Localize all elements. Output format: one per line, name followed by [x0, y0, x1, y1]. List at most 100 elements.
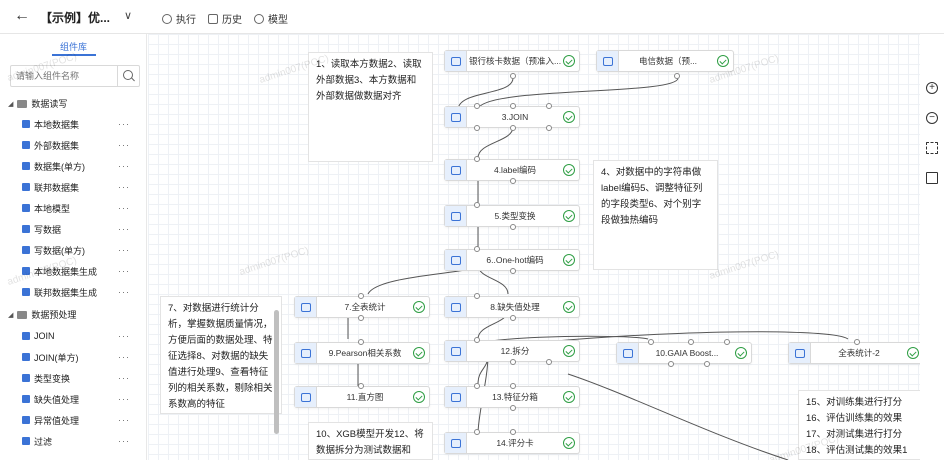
output-port[interactable]: [510, 359, 516, 365]
chevron-down-icon[interactable]: ∨: [124, 10, 133, 22]
input-port[interactable]: [474, 293, 480, 299]
more-icon[interactable]: ···: [118, 203, 130, 213]
node-telecom-data[interactable]: 电信数据（预...: [596, 50, 734, 72]
output-port[interactable]: [510, 315, 516, 321]
sidebar-item[interactable]: JOIN(单方)···: [22, 347, 140, 367]
minimap-icon[interactable]: [926, 172, 938, 184]
note-scrollbar[interactable]: [274, 310, 279, 434]
input-port[interactable]: [510, 383, 516, 389]
search-icon[interactable]: [117, 66, 139, 86]
sidebar-item[interactable]: 写数据(单方)···: [22, 240, 140, 260]
output-port[interactable]: [474, 125, 480, 131]
check-circle-icon: [563, 111, 575, 123]
output-port[interactable]: [674, 73, 680, 79]
input-port[interactable]: [854, 339, 860, 345]
fit-view-icon[interactable]: [926, 142, 938, 154]
more-icon[interactable]: ···: [118, 224, 130, 234]
more-icon[interactable]: ···: [118, 436, 130, 446]
sidebar-item[interactable]: 过滤···: [22, 431, 140, 451]
chart-icon: [295, 297, 317, 317]
input-port[interactable]: [546, 103, 552, 109]
node-pearson[interactable]: 9.Pearson相关系数: [294, 342, 430, 364]
check-circle-icon: [907, 347, 919, 359]
node-scorecard[interactable]: 14.评分卡: [444, 432, 580, 454]
sidebar-item[interactable]: 本地数据集生成···: [22, 261, 140, 281]
more-icon[interactable]: ···: [118, 182, 130, 192]
more-icon[interactable]: ···: [118, 331, 130, 341]
search-input[interactable]: [11, 66, 117, 86]
more-icon[interactable]: ···: [118, 394, 130, 404]
output-port[interactable]: [704, 361, 710, 367]
more-icon[interactable]: ···: [118, 266, 130, 276]
input-port[interactable]: [474, 429, 480, 435]
model-button[interactable]: 模型: [254, 11, 288, 26]
more-icon[interactable]: ···: [118, 245, 130, 255]
annotation-note[interactable]: 4、对数据中的字符串做label编码5、调整特征列的字段类型6、对个别字段做独热…: [593, 160, 718, 270]
annotation-note[interactable]: 15、对训练集进行打分 16、评估训练集的效果17、对测试集进行打分18、评估测…: [798, 390, 920, 460]
sidebar-item[interactable]: 数据集(单方)···: [22, 156, 140, 176]
input-port[interactable]: [474, 246, 480, 252]
node-histogram[interactable]: 11.直方图: [294, 386, 430, 408]
input-port[interactable]: [358, 339, 364, 345]
zoom-in-icon[interactable]: +: [926, 82, 938, 94]
history-button[interactable]: 历史: [208, 11, 242, 26]
more-icon[interactable]: ···: [118, 352, 130, 362]
input-port[interactable]: [474, 103, 480, 109]
more-icon[interactable]: ···: [118, 161, 130, 171]
group-data-io[interactable]: ◢数据读写: [8, 99, 68, 109]
sidebar-item[interactable]: 外部数据集···: [22, 135, 140, 155]
input-port[interactable]: [358, 383, 364, 389]
node-label-encoding[interactable]: 4.label编码: [444, 159, 580, 181]
input-port[interactable]: [474, 337, 480, 343]
sidebar-item[interactable]: 异常值处理···: [22, 410, 140, 430]
output-port[interactable]: [668, 361, 674, 367]
input-port[interactable]: [688, 339, 694, 345]
output-port[interactable]: [510, 73, 516, 79]
node-full-stats-2[interactable]: 全表统计-2: [788, 342, 920, 364]
more-icon[interactable]: ···: [118, 287, 130, 297]
output-port[interactable]: [358, 315, 364, 321]
group-preprocessing[interactable]: ◢数据预处理: [8, 310, 77, 320]
more-icon[interactable]: ···: [118, 415, 130, 425]
node-onehot[interactable]: 6..One-hot编码: [444, 249, 580, 271]
output-port[interactable]: [510, 405, 516, 411]
annotation-note[interactable]: 7、对数据进行统计分析，掌握数据质量情况，方便后面的数据处理、特征选择8、对数据…: [160, 296, 282, 414]
bar-chart-icon: [295, 387, 317, 407]
arrow-left-icon[interactable]: ←: [14, 7, 30, 24]
output-port[interactable]: [510, 224, 516, 230]
more-icon[interactable]: ···: [118, 119, 130, 129]
input-port[interactable]: [648, 339, 654, 345]
input-port[interactable]: [724, 339, 730, 345]
node-bank-data[interactable]: 银行核卡数据（预准入...: [444, 50, 580, 72]
input-port[interactable]: [474, 383, 480, 389]
sidebar-item[interactable]: 缺失值处理···: [22, 389, 140, 409]
sidebar-item[interactable]: 联邦数据集···: [22, 177, 140, 197]
component-sidebar: 组件库 ◢数据读写 本地数据集··· 外部数据集··· 数据集(单方)··· 联…: [0, 34, 147, 460]
sidebar-item[interactable]: 本地数据集···: [22, 114, 140, 134]
sidebar-item[interactable]: 类型变换···: [22, 368, 140, 388]
annotation-note[interactable]: 10、XGB模型开发12、将数据拆分为测试数据和: [308, 422, 433, 460]
output-port[interactable]: [510, 125, 516, 131]
sidebar-item[interactable]: 写数据···: [22, 219, 140, 239]
more-icon[interactable]: ···: [118, 140, 130, 150]
workflow-canvas[interactable]: 1、读取本方数据2、读取外部数据3、本方数据和外部数据做数据对齐 4、对数据中的…: [148, 34, 920, 460]
input-port[interactable]: [474, 202, 480, 208]
zoom-out-icon[interactable]: −: [926, 112, 938, 124]
sidebar-item[interactable]: JOIN···: [22, 326, 140, 346]
input-port[interactable]: [474, 156, 480, 162]
sidebar-item[interactable]: 联邦数据集生成···: [22, 282, 140, 302]
input-port[interactable]: [358, 293, 364, 299]
node-gaia-boost[interactable]: 10.GAIA Boost...: [616, 342, 752, 364]
output-port[interactable]: [510, 178, 516, 184]
run-button[interactable]: 执行: [162, 11, 196, 26]
annotation-note[interactable]: 1、读取本方数据2、读取外部数据3、本方数据和外部数据做数据对齐: [308, 52, 433, 162]
output-port[interactable]: [546, 359, 552, 365]
sidebar-item[interactable]: 本地模型···: [22, 198, 140, 218]
input-port[interactable]: [510, 429, 516, 435]
input-port[interactable]: [510, 103, 516, 109]
folder-icon: [17, 310, 28, 319]
tab-component-library[interactable]: 组件库: [59, 42, 87, 52]
output-port[interactable]: [510, 268, 516, 274]
more-icon[interactable]: ···: [118, 373, 130, 383]
output-port[interactable]: [546, 125, 552, 131]
